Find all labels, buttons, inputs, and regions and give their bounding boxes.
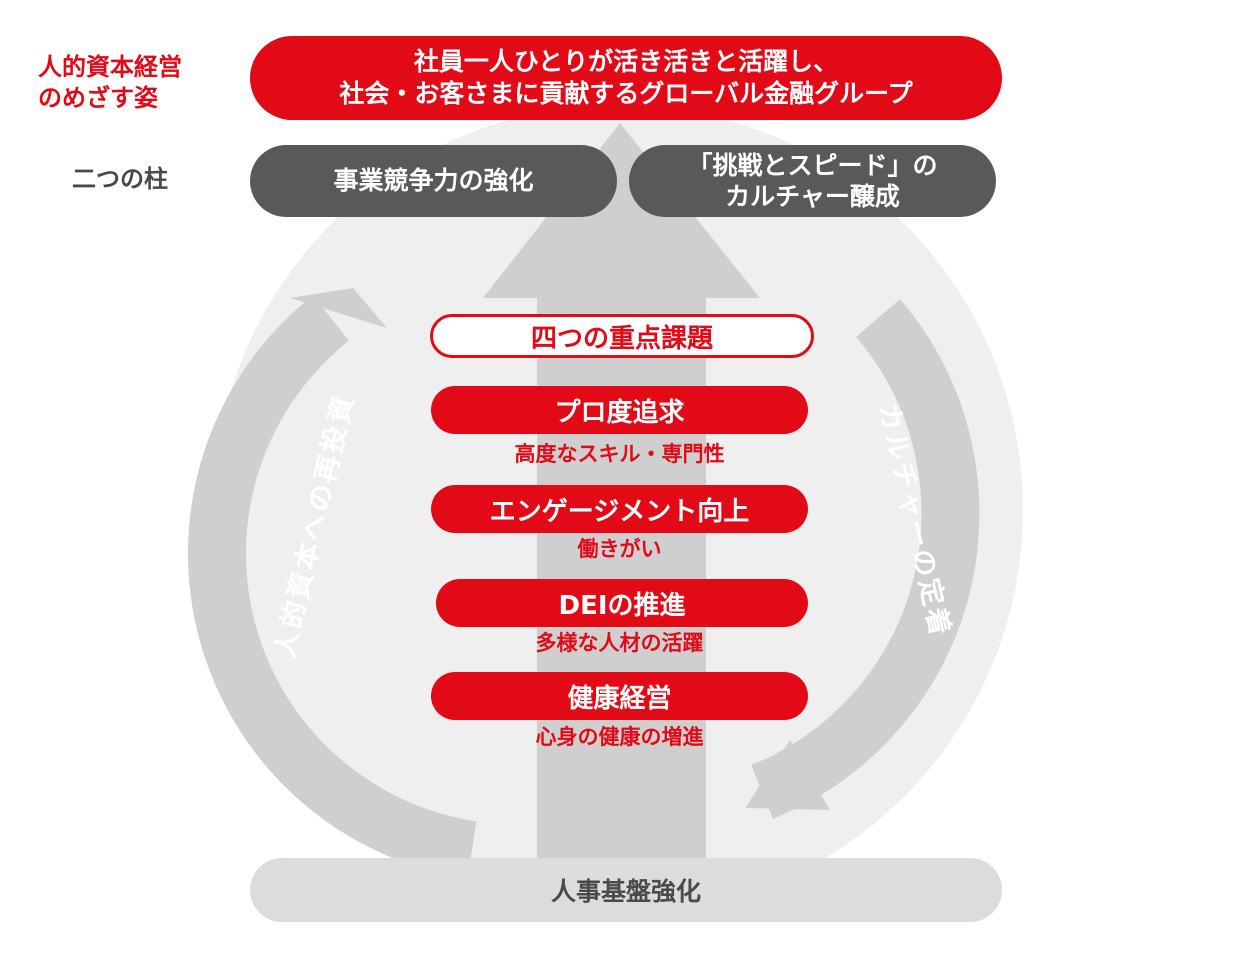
focus-sub-professionalism: 高度なスキル・専門性	[514, 442, 725, 466]
focus-item-engagement: エンゲージメント向上	[431, 485, 808, 533]
goal-banner: 社員一人ひとりが活き活きと活躍し、 社会・お客さまに貢献するグローバル金融グルー…	[250, 36, 1002, 120]
focus-sub-engagement: 働きがい	[577, 537, 662, 561]
focus-item-dei: DEIの推進	[436, 579, 808, 627]
pillars-row-label: 二つの柱	[72, 165, 168, 193]
left-cycle-arrow-body	[187, 295, 477, 879]
right-cycle-arrowhead	[745, 740, 830, 810]
right-cycle-arrow-body	[751, 299, 980, 819]
pillar-business-competitiveness: 事業競争力の強化	[250, 145, 617, 217]
focus-sub-dei: 多様な人材の活躍	[535, 631, 704, 655]
left-cycle-arrowhead	[290, 288, 387, 328]
focus-sub-health: 心身の健康の増進	[535, 725, 704, 749]
focus-item-health: 健康経営	[431, 672, 808, 720]
pillar-challenge-speed-culture: 「挑戦とスピード」の カルチャー醸成	[629, 145, 996, 217]
focus-item-professionalism: プロ度追求	[431, 386, 808, 434]
foundation-bar: 人事基盤強化	[250, 858, 1002, 922]
goal-row-label: 人的資本経営 のめざす姿	[38, 53, 182, 113]
focus-title: 四つの重点課題	[430, 314, 814, 358]
